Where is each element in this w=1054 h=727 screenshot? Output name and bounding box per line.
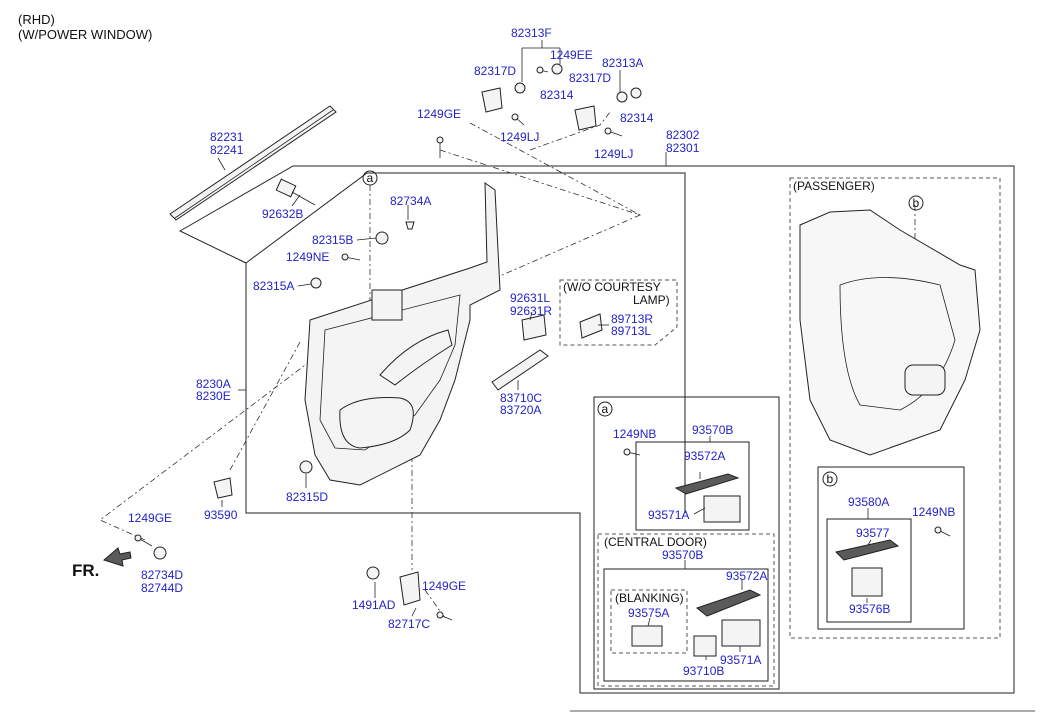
group-wo-courtesy-1: (W/O COURTESY — [563, 280, 661, 294]
part-label: 89713L — [611, 324, 651, 338]
part-label: 8230A — [196, 377, 231, 391]
part-label: 93570B — [692, 423, 733, 437]
group-wo-courtesy-2: LAMP) — [633, 293, 670, 307]
part-label: 82313A — [602, 56, 643, 70]
door-trim-panel — [304, 182, 501, 486]
part-label: 1249LJ — [594, 147, 633, 161]
callout-a-circle-2 — [597, 401, 613, 417]
callout-a-text-1: a — [367, 171, 374, 185]
switch-93572A-1 — [674, 473, 740, 495]
central-door-inner-box — [603, 568, 769, 682]
bracket-82317D-1 — [481, 87, 503, 113]
part-label: 82314 — [620, 111, 654, 125]
part-label: 92631L — [510, 291, 550, 305]
part-label: 93575A — [628, 606, 669, 620]
inner-panel-frame — [245, 172, 686, 513]
part-label: 93572A — [726, 569, 767, 583]
direction-label: FR. — [72, 561, 99, 580]
switch-box-b — [826, 518, 912, 623]
bracket-82717C — [399, 571, 421, 606]
part-label: 82315D — [286, 490, 328, 504]
part-label: 82313F — [511, 26, 552, 40]
part-label: 93571A — [720, 653, 761, 667]
blank-93575A — [631, 625, 663, 647]
part-label: 1249GE — [417, 107, 461, 121]
connector-92632B — [275, 178, 297, 198]
header-power-window: (W/POWER WINDOW) — [18, 27, 153, 42]
part-label: 1249NE — [286, 250, 329, 264]
part-label: 89713R — [611, 312, 653, 326]
part-label: 1249NB — [613, 427, 656, 441]
callout-a-text-2: a — [602, 402, 609, 416]
lamp-89713 — [579, 313, 603, 339]
belt-weatherstrip — [169, 105, 337, 221]
part-93590 — [213, 477, 233, 499]
part-label: 82734A — [390, 194, 431, 208]
switch-93571A-1 — [703, 495, 741, 523]
part-label: 1249EE — [550, 48, 593, 62]
part-label: 1249LJ — [500, 130, 539, 144]
callout-b-box — [817, 466, 965, 630]
group-central-door: (CENTRAL DOOR) — [604, 535, 707, 549]
part-label: 82315B — [312, 233, 353, 247]
handle-recess — [371, 289, 403, 321]
part-label: 82315A — [253, 279, 294, 293]
switch-93577 — [835, 539, 900, 561]
part-label: 82744D — [141, 581, 183, 595]
switch-93572A-2 — [695, 589, 762, 617]
grip-83710C — [491, 349, 549, 391]
switch-93576B — [851, 567, 883, 597]
part-label: 92632B — [262, 207, 303, 221]
part-label: 93577 — [856, 526, 890, 540]
part-label: 8230E — [196, 389, 231, 403]
header-rhd: (RHD) — [18, 12, 55, 27]
part-label: 82314 — [540, 88, 574, 102]
wo-courtesy-box — [559, 279, 678, 346]
part-label: 93571A — [648, 508, 689, 522]
part-label: 82734D — [141, 568, 183, 582]
blanking-box — [610, 589, 688, 654]
part-label: 82717C — [388, 617, 430, 631]
part-label: 93572A — [684, 449, 725, 463]
part-label: 83710C — [500, 391, 542, 405]
switch-box-a — [635, 441, 750, 531]
switch-93571A-2 — [721, 619, 761, 647]
part-label: 93570B — [662, 548, 703, 562]
part-label: 1249GE — [422, 579, 466, 593]
passenger-box — [789, 177, 1001, 639]
part-label: 93710B — [683, 664, 724, 678]
part-label: 93580A — [848, 495, 889, 509]
part-label: 82301 — [666, 141, 700, 155]
front-arrow-icon — [102, 547, 132, 567]
part-label: 82317D — [474, 64, 516, 78]
fastener-icons — [134, 63, 951, 621]
part-label: 82231 — [210, 130, 244, 144]
cover-92631 — [521, 314, 547, 341]
group-blanking: (BLANKING) — [615, 591, 684, 605]
callout-b-circle-2 — [822, 471, 838, 487]
part-label: 82302 — [666, 128, 700, 142]
callout-b-circle-1 — [908, 195, 924, 211]
part-label: 82241 — [210, 143, 244, 157]
callout-a-box — [593, 396, 780, 690]
part-label: 82317D — [569, 71, 611, 85]
part-label: 93576B — [849, 602, 890, 616]
callout-b-text-2: b — [827, 472, 834, 486]
callout-a-circle-1 — [362, 170, 378, 186]
part-label: 83720A — [500, 403, 541, 417]
leader-lines — [217, 40, 872, 660]
central-door-box — [597, 533, 775, 687]
switch-93710B — [693, 635, 717, 657]
bracket-82317D-2 — [574, 105, 597, 131]
part-label: 1249GE — [128, 511, 172, 525]
part-label: 1249NB — [912, 505, 955, 519]
part-label: 1491AD — [352, 598, 396, 612]
part-label: 92631R — [510, 304, 552, 318]
group-passenger: (PASSENGER) — [793, 179, 875, 193]
door-pocket — [339, 397, 414, 449]
callout-b-text-1: b — [913, 196, 920, 210]
part-label: 93590 — [204, 508, 238, 522]
